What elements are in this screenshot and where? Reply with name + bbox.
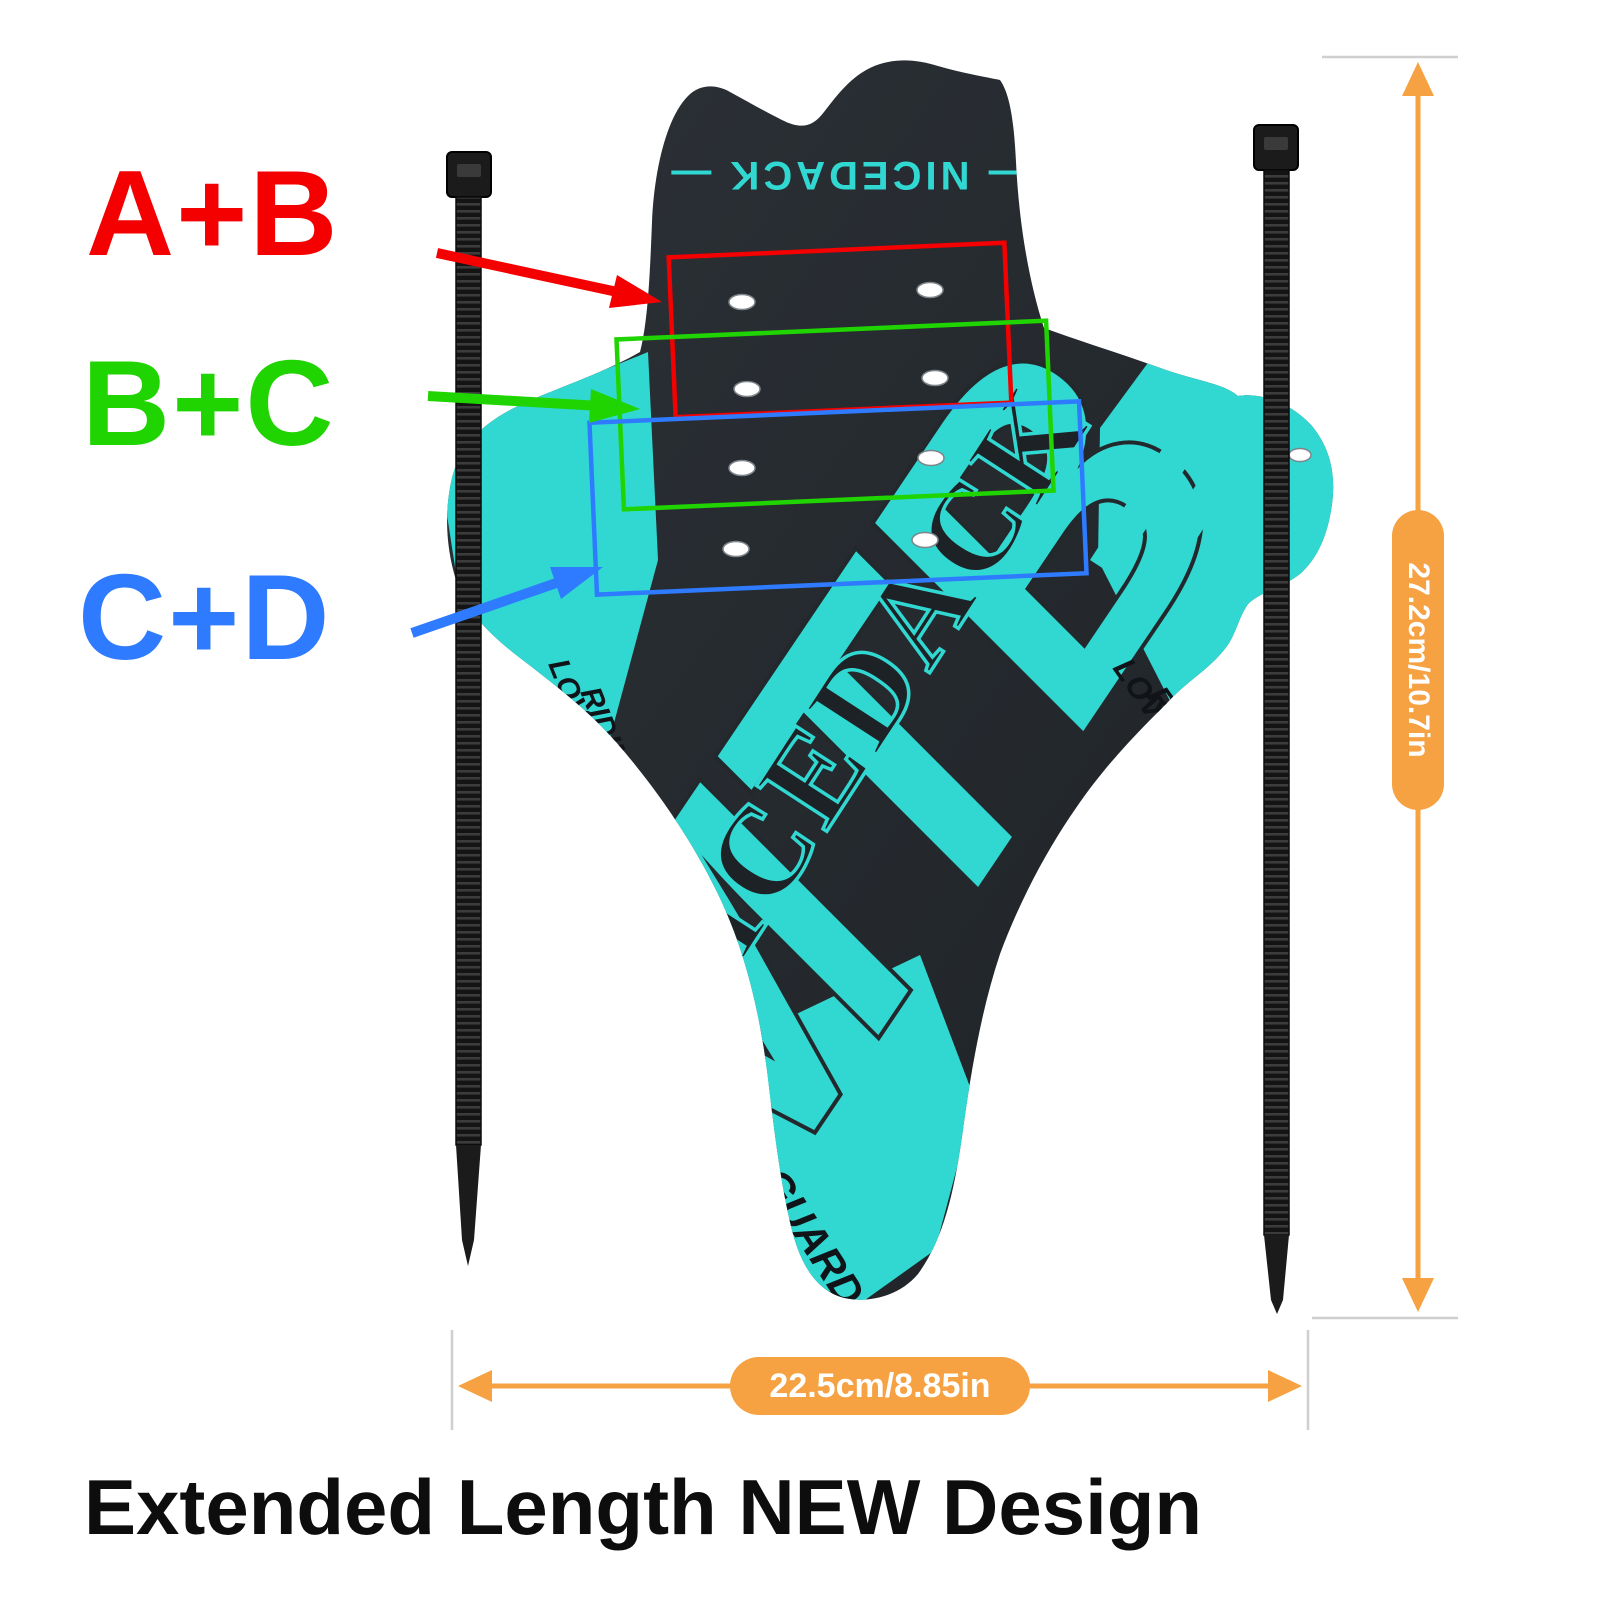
riding-text-right: RIDING — [1140, 679, 1234, 791]
ab-arrow-icon — [435, 248, 662, 308]
left-wing-accent — [447, 352, 658, 804]
annotation-overlays — [410, 240, 1089, 638]
caption-title: Extended Length NEW Design — [84, 1463, 1203, 1551]
bc-label: B+C — [82, 335, 336, 471]
bc-region-box — [614, 318, 1056, 512]
bc-arrow-icon — [427, 389, 640, 423]
zip-tie-right — [1253, 124, 1299, 1314]
height-dimension-badge: 27.2cm/10.7in — [1392, 510, 1444, 810]
cd-arrow-icon — [410, 567, 603, 638]
brand-top-text: — NICEDACK — — [667, 153, 1028, 197]
width-dimension-badge: 22.5cm/8.85in — [730, 1357, 1030, 1415]
dimension-guides — [450, 55, 1458, 1430]
cd-region-box — [587, 399, 1089, 597]
stripe-accent-icon — [1090, 434, 1278, 629]
ab-label: A+B — [86, 145, 340, 281]
zip-tie-left — [446, 151, 492, 1266]
mudguard-body — [447, 60, 1334, 1300]
cd-label: C+D — [78, 549, 332, 685]
mounting-holes — [722, 281, 1312, 558]
